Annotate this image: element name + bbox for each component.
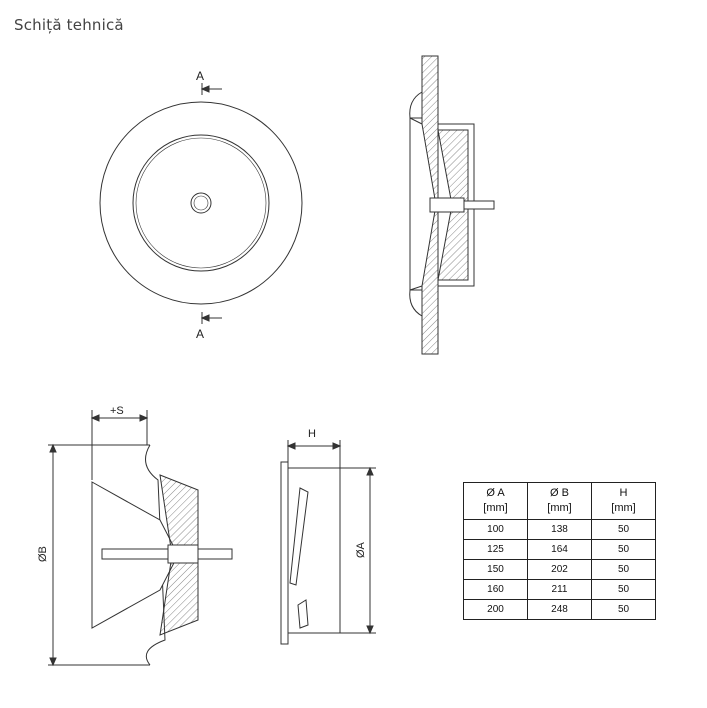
center-knob-circle xyxy=(190,192,212,214)
height-label: H xyxy=(308,428,316,440)
arrowhead-bottom xyxy=(200,314,210,322)
blade-lower xyxy=(297,599,309,629)
arrowhead-a-bottom xyxy=(366,625,374,635)
profile-view xyxy=(280,440,376,645)
blade-upper xyxy=(289,487,309,586)
header-diam-b: Ø B[mm] xyxy=(527,482,592,520)
stroke-view xyxy=(48,410,233,667)
disc-outer-circle xyxy=(132,134,270,272)
flange xyxy=(280,461,289,645)
outer-rim-circle xyxy=(99,101,303,305)
front-view xyxy=(99,83,303,324)
center-knob-inner-circle xyxy=(193,195,209,211)
arrowhead-b-bottom xyxy=(49,657,57,667)
arrowhead-a-top xyxy=(366,466,374,476)
arrowhead-s-right xyxy=(139,414,149,422)
spindle-hub xyxy=(167,544,199,564)
disc-inner-circle xyxy=(135,137,267,269)
arrowhead-s-left xyxy=(90,414,100,422)
rim-top xyxy=(409,91,423,119)
arrowhead-top xyxy=(200,85,210,93)
section-label-bottom: A xyxy=(196,327,204,341)
diam-b-label: ØB xyxy=(37,546,49,562)
rim-bottom xyxy=(409,289,423,317)
spec-table-header: Ø A[mm] Ø B[mm] H[mm] xyxy=(463,482,656,520)
arrowhead-h-right xyxy=(332,442,342,450)
header-height: H[mm] xyxy=(591,482,656,520)
page-title: Schiță tehnică xyxy=(14,16,124,34)
section-view xyxy=(409,55,495,355)
section-label-top: A xyxy=(196,69,204,83)
stroke-label: +S xyxy=(110,405,124,417)
arrowhead-b-top xyxy=(49,443,57,453)
arrowhead-h-left xyxy=(286,442,296,450)
spindle xyxy=(463,200,495,210)
hub xyxy=(429,197,465,213)
diam-a-label: ØA xyxy=(355,541,367,558)
spindle-shaft xyxy=(101,548,233,560)
header-diam-a: Ø A[mm] xyxy=(463,482,528,520)
